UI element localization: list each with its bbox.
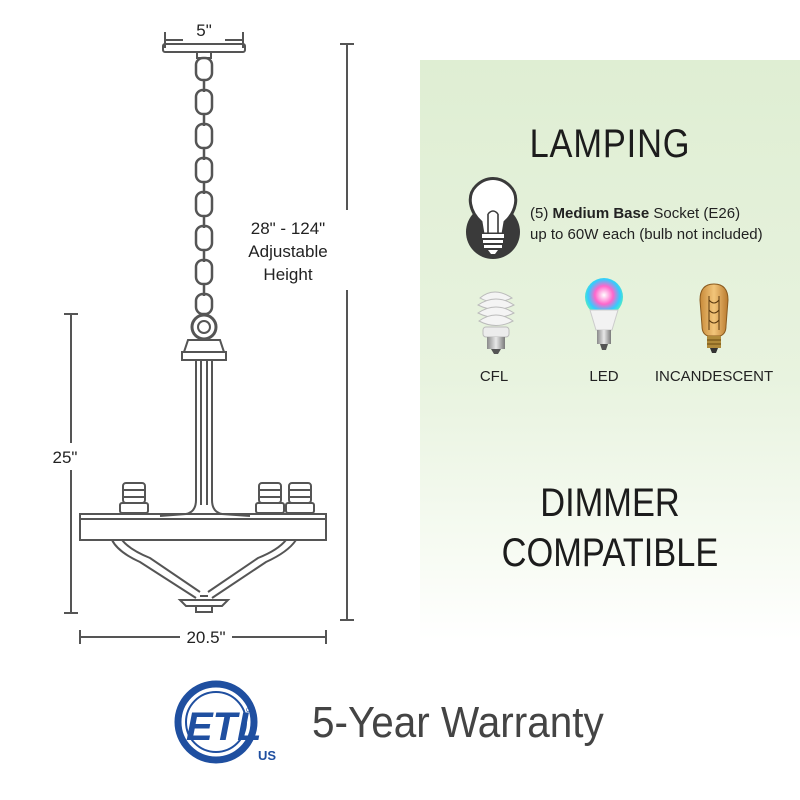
body-height-label: 25"	[52, 448, 78, 467]
socket-base-type: Medium Base	[552, 205, 650, 222]
hub-collar	[181, 351, 227, 361]
bowl-arm-right-outer	[211, 539, 297, 599]
dimmer-line-1: DIMMER	[540, 481, 680, 525]
top-ring-inner	[197, 320, 211, 334]
finial-top	[177, 599, 231, 607]
adjustable-height-label-2: Height	[263, 265, 313, 284]
canopy-plate	[162, 43, 246, 53]
socket-right	[285, 482, 315, 514]
finial-bottom	[195, 605, 213, 613]
bowl-arm-left-outer	[111, 539, 197, 599]
bulb-label-incandescent: INCANDESCENT	[654, 368, 774, 385]
bulb-label-cfl: CFL	[479, 368, 509, 385]
top-ring	[190, 313, 218, 341]
socket-description: (5) Medium Base Socket (E26) up to 60W e…	[530, 203, 763, 245]
band-ring	[79, 513, 327, 541]
body-width-label: 20.5"	[186, 628, 226, 647]
dimmer-compatible: DIMMER COMPATIBLE	[447, 478, 774, 578]
bowl-arm-right-inner	[207, 539, 287, 593]
arm-right	[211, 360, 251, 517]
chain	[194, 56, 214, 316]
bulb-label-led: LED	[589, 368, 619, 385]
dimmer-line-2: COMPATIBLE	[501, 531, 719, 575]
socket-line-1: (5) Medium Base Socket (E26)	[530, 205, 741, 222]
bowl-arm-left-inner	[121, 539, 201, 593]
socket-left	[119, 482, 149, 514]
socket-line-2: up to 60W each (bulb not included)	[530, 226, 763, 243]
adjustable-height-label-1: Adjustable	[248, 242, 328, 261]
hub-cap	[182, 339, 226, 353]
canopy-width-label: 5"	[196, 21, 212, 40]
socket-middle	[255, 482, 285, 514]
adjustable-height-value: 28" - 124"	[250, 219, 326, 238]
lamping-title: LAMPING	[529, 122, 691, 166]
lamping-panel-background	[420, 60, 800, 640]
arm-left	[159, 360, 197, 517]
warranty-text: 5-Year Warranty	[312, 698, 604, 747]
